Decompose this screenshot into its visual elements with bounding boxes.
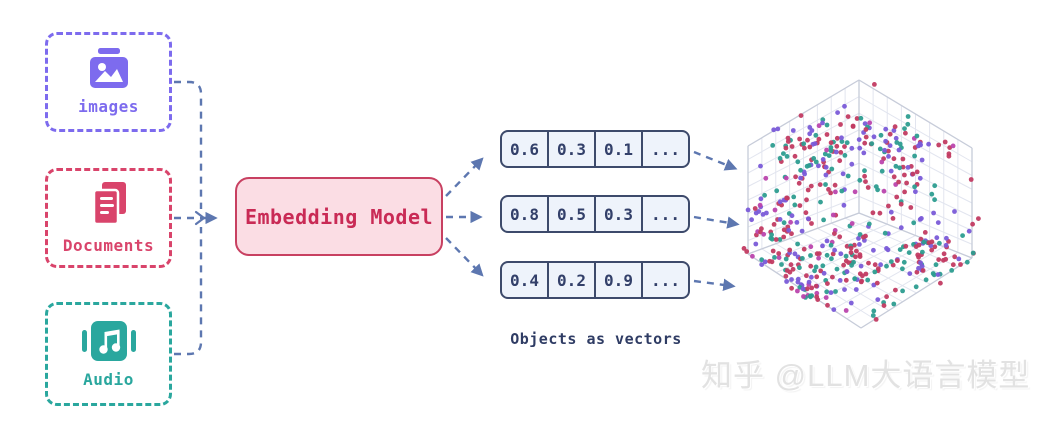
source-box-audio: Audio [45,302,172,406]
connector-vector-1-to-plot [693,150,738,171]
embedding-model-label: Embedding Model [244,204,434,229]
embedding-model-box: Embedding Model [235,177,443,256]
vector-cell: 0.3 [594,197,641,231]
vector-cell: 0.9 [594,263,641,297]
connector-audio-trunk [174,227,203,356]
source-box-images: images [45,32,172,132]
audio-icon [81,321,136,361]
vector-cell: 0.1 [594,132,641,166]
source-label: Audio [83,370,134,389]
junction-chevron-icon [194,210,206,226]
vector-cell: ... [641,132,688,166]
connector-images-trunk [174,80,203,209]
connector-model-to-vector-1 [445,157,484,197]
vector-cell: ... [641,197,688,231]
source-label: Documents [62,236,155,255]
image-icon [89,48,128,88]
connector-vector-2-to-plot [693,215,740,229]
vector-cell: 0.8 [510,204,539,224]
vector-row: 0.8 0.5 0.3 ... [500,195,690,233]
vector-row: 0.4 0.2 0.9 ... [500,261,690,299]
vector-row: 0.6 0.3 0.1 ... [500,130,690,168]
connector-vector-3-to-plot [693,278,736,292]
vector-cell: 0.2 [547,263,594,297]
watermark: 知乎 @LLM大语言模型 [701,358,1031,393]
source-box-documents: Documents [45,168,172,268]
vector-cell: 0.3 [547,132,594,166]
vector-cell: 0.4 [510,270,539,290]
documents-icon [92,182,126,226]
vector-cell: 0.6 [510,139,539,159]
connector-model-to-vector-3 [445,237,484,277]
vector-cell: 0.5 [547,197,594,231]
vector-cell: ... [641,263,688,297]
vectors-caption: Objects as vectors [510,330,682,348]
source-label: images [78,97,139,116]
